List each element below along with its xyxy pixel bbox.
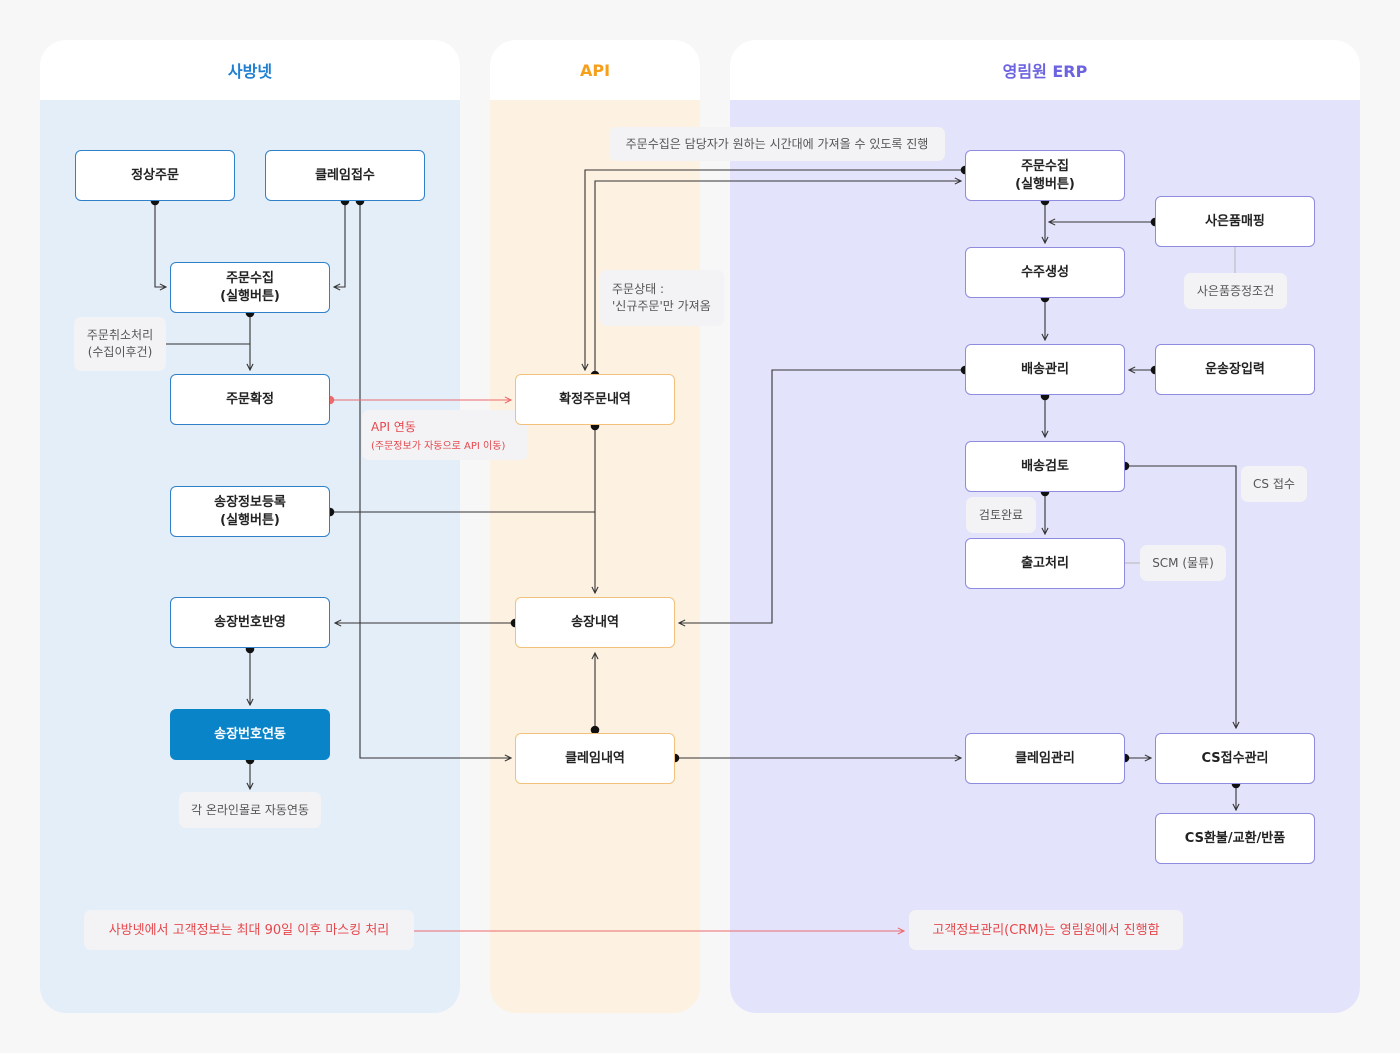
node-cs-refund: CS환불/교환/반품 <box>1155 813 1315 864</box>
lane-title-erp: 영림원 ERP <box>730 40 1360 100</box>
edge-confirmed-to-erp-collect-b <box>594 181 961 375</box>
node-release-process: 출고처리 <box>965 538 1125 589</box>
node-invoice-register: 송장정보등록 (실행버튼) <box>170 486 330 537</box>
node-shipping-review: 배송검토 <box>965 441 1125 492</box>
lane-sabang: 사방넷 <box>40 40 460 1013</box>
node-order-create: 수주생성 <box>965 247 1125 298</box>
node-invoice-link: 송장번호연동 <box>170 709 330 760</box>
edge-regular-to-collect <box>154 201 166 287</box>
note-masking: 사방넷에서 고객정보는 최대 90일 이후 마스킹 처리 <box>84 910 414 950</box>
note-crm: 고객정보관리(CRM)는 영림원에서 진행함 <box>909 910 1183 950</box>
api-link-sub: (주문정보가 자동으로 API 이동) <box>371 441 506 452</box>
edge-shipping-to-invoice <box>679 369 965 623</box>
note-gift-condition: 사은품증정조건 <box>1184 273 1287 309</box>
node-regular-order: 정상주문 <box>75 150 235 201</box>
node-claim-receipt: 클레임접수 <box>265 150 425 201</box>
node-gift-mapping: 사은품매핑 <box>1155 196 1315 247</box>
node-order-collect-erp: 주문수집 (실행버튼) <box>965 150 1125 201</box>
node-waybill-input: 운송장입력 <box>1155 344 1315 395</box>
note-auto-link: 각 온라인몰로 자동연동 <box>179 792 321 828</box>
node-claim-history: 클레임내역 <box>515 733 675 784</box>
note-collect-time: 주문수집은 담당자가 원하는 시간대에 가져올 수 있도록 진행 <box>609 127 945 161</box>
note-order-status: 주문상태 : '신규주문'만 가져옴 <box>600 270 724 326</box>
node-invoice-reflect: 송장번호반영 <box>170 597 330 648</box>
node-order-confirm: 주문확정 <box>170 374 330 425</box>
node-invoice-history: 송장내역 <box>515 597 675 648</box>
note-cs-receipt: CS 접수 <box>1241 466 1307 502</box>
node-confirmed-orders: 확정주문내역 <box>515 374 675 425</box>
note-api-link-box <box>362 410 528 460</box>
node-cs-manage: CS접수관리 <box>1155 733 1315 784</box>
edge-erp-collect-to-confirmed-a <box>585 169 965 370</box>
note-review-done: 검토완료 <box>966 497 1036 533</box>
edge-claim-to-claimhistory <box>359 201 511 758</box>
note-cancel-process: 주문취소처리 (수집이후건) <box>74 317 166 371</box>
edge-review-to-cs <box>1125 465 1236 728</box>
note-scm: SCM (물류) <box>1140 545 1226 581</box>
node-claim-manage: 클레임관리 <box>965 733 1125 784</box>
lane-title-sabang: 사방넷 <box>40 40 460 100</box>
node-order-collect-sabang: 주문수집 (실행버튼) <box>170 262 330 313</box>
node-shipping-manage: 배송관리 <box>965 344 1125 395</box>
edge-claim-to-collect <box>334 201 346 287</box>
api-link-label-text: API 연동 <box>371 420 416 434</box>
lane-title-api: API <box>490 40 700 100</box>
